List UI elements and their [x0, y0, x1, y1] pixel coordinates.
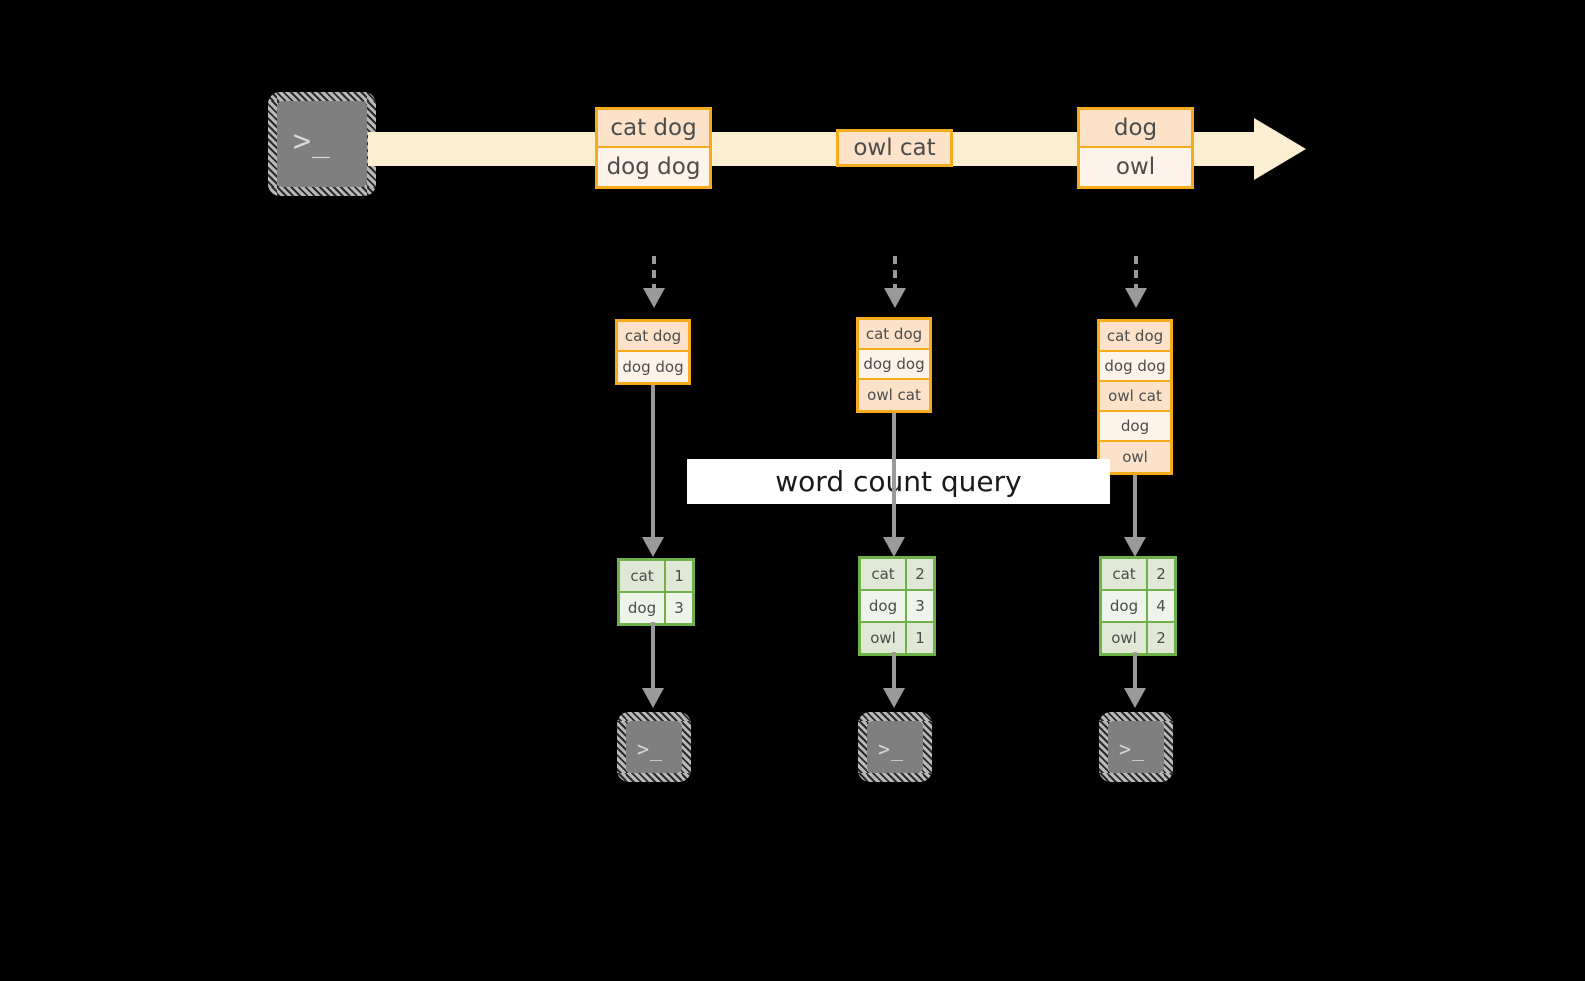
table-row: dog 3: [861, 591, 933, 623]
result-count: 3: [907, 591, 933, 621]
result-count: 2: [1148, 623, 1174, 653]
query-label: word count query: [687, 459, 1110, 504]
query-arrow-line-3: [1133, 475, 1137, 540]
result-count: 2: [907, 559, 933, 589]
terminal-prompt-glyph: >_: [878, 737, 905, 761]
message-line: dog dog: [598, 148, 709, 186]
table-row: owl 1: [861, 623, 933, 653]
trigger-arrow-head-1-icon: [643, 288, 665, 308]
table-row: dog 3: [620, 593, 692, 623]
result-table-2: cat 2 dog 3 owl 1: [858, 556, 936, 656]
sink-arrow-head-2-icon: [883, 688, 905, 708]
trigger-arrow-line-2: [893, 256, 897, 292]
terminal-prompt-glyph: >_: [637, 737, 664, 761]
input-log-1: cat dog dog dog: [615, 319, 691, 385]
message-line: owl cat: [839, 132, 950, 164]
terminal-prompt-glyph: >_: [293, 124, 332, 159]
sink-arrow-line-1: [651, 622, 655, 690]
result-word: cat: [861, 559, 907, 589]
sink-arrow-line-2: [892, 652, 896, 690]
query-arrow-line-1: [651, 385, 655, 540]
message-line: dog: [1080, 110, 1191, 148]
result-count: 3: [666, 593, 692, 623]
sink-terminal-2-icon: >_: [858, 712, 932, 782]
result-word: cat: [1102, 559, 1148, 589]
message-line: owl: [1080, 148, 1191, 186]
result-word: dog: [620, 593, 666, 623]
input-log-2: cat dog dog dog owl cat: [856, 317, 932, 413]
table-row: cat 2: [1102, 559, 1174, 591]
result-count: 1: [666, 561, 692, 591]
log-line: owl: [1100, 442, 1170, 472]
result-count: 2: [1148, 559, 1174, 589]
input-log-3: cat dog dog dog owl cat dog owl: [1097, 319, 1173, 475]
log-line: dog dog: [618, 352, 688, 382]
result-table-1: cat 1 dog 3: [617, 558, 695, 626]
table-row: owl 2: [1102, 623, 1174, 653]
result-count: 4: [1148, 591, 1174, 621]
result-word: owl: [1102, 623, 1148, 653]
terminal-screen: [867, 721, 923, 773]
log-line: cat dog: [618, 322, 688, 352]
timeline-batch-3: dog owl: [1077, 107, 1194, 189]
result-word: dog: [1102, 591, 1148, 621]
terminal-screen: [1108, 721, 1164, 773]
table-row: cat 1: [620, 561, 692, 593]
query-arrow-head-1-icon: [642, 537, 664, 557]
timeline-arrow-head-icon: [1254, 118, 1306, 180]
sink-arrow-head-3-icon: [1124, 688, 1146, 708]
sink-arrow-line-3: [1133, 652, 1137, 690]
result-word: owl: [861, 623, 907, 653]
log-line: dog: [1100, 412, 1170, 442]
terminal-screen: [277, 101, 367, 187]
terminal-screen: [626, 721, 682, 773]
result-table-3: cat 2 dog 4 owl 2: [1099, 556, 1177, 656]
sink-terminal-3-icon: >_: [1099, 712, 1173, 782]
result-count: 1: [907, 623, 933, 653]
log-line: cat dog: [859, 320, 929, 350]
query-arrow-line-2: [892, 413, 896, 540]
timeline-batch-2: owl cat: [836, 129, 953, 167]
log-line: owl cat: [859, 380, 929, 410]
query-arrow-head-3-icon: [1124, 537, 1146, 557]
log-line: dog dog: [859, 350, 929, 380]
log-line: dog dog: [1100, 352, 1170, 382]
trigger-arrow-line-3: [1134, 256, 1138, 292]
timeline-batch-1: cat dog dog dog: [595, 107, 712, 189]
result-word: dog: [861, 591, 907, 621]
source-terminal-icon: >_: [268, 92, 376, 196]
query-arrow-head-2-icon: [883, 537, 905, 557]
result-word: cat: [620, 561, 666, 591]
log-line: cat dog: [1100, 322, 1170, 352]
message-line: cat dog: [598, 110, 709, 148]
sink-arrow-head-1-icon: [642, 688, 664, 708]
trigger-arrow-line-1: [652, 256, 656, 292]
log-line: owl cat: [1100, 382, 1170, 412]
sink-terminal-1-icon: >_: [617, 712, 691, 782]
table-row: dog 4: [1102, 591, 1174, 623]
trigger-arrow-head-2-icon: [884, 288, 906, 308]
trigger-arrow-head-3-icon: [1125, 288, 1147, 308]
terminal-prompt-glyph: >_: [1119, 737, 1146, 761]
table-row: cat 2: [861, 559, 933, 591]
